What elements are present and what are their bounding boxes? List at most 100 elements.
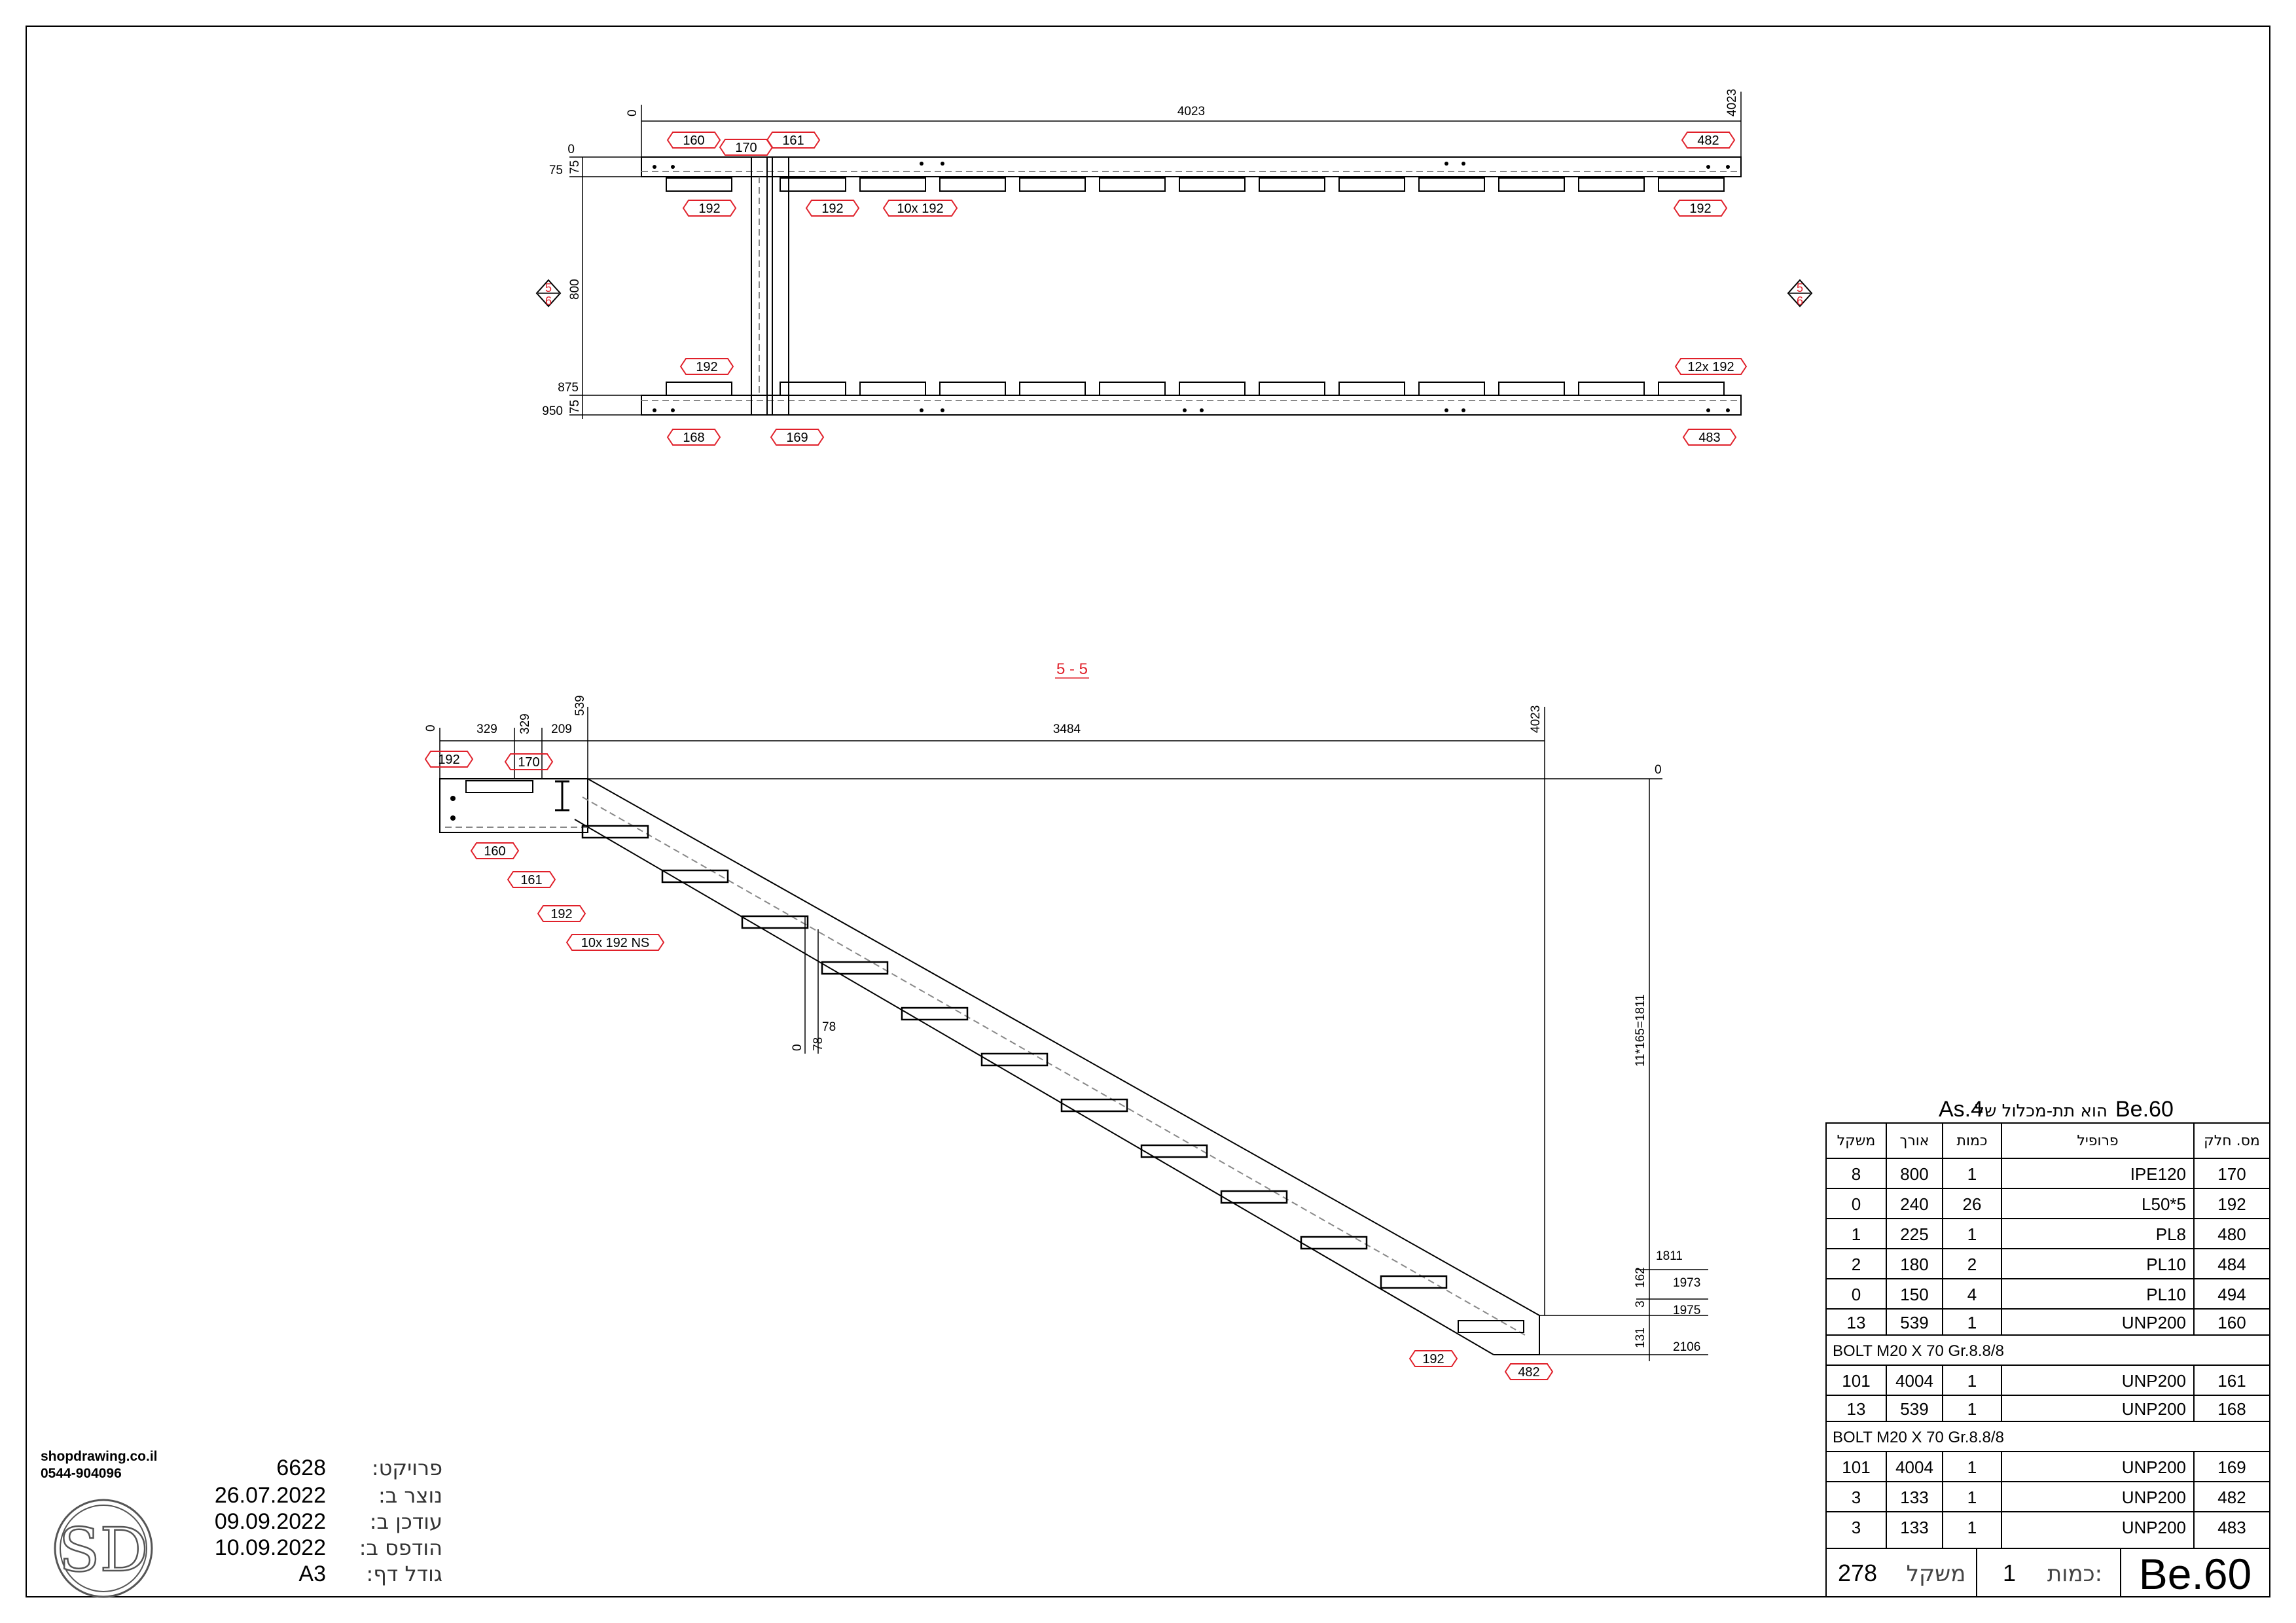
svg-text:1: 1 xyxy=(1967,1399,1977,1419)
stringer-bottom-edge xyxy=(574,819,1494,1355)
svg-text:PL8: PL8 xyxy=(2156,1224,2186,1244)
svg-text:482: 482 xyxy=(2217,1488,2246,1507)
svg-text:UNP200: UNP200 xyxy=(2122,1488,2186,1507)
tag-12x192: 12x 192 xyxy=(1674,358,1748,375)
svg-text:משקל: משקל xyxy=(1907,1561,1966,1587)
svg-text:168: 168 xyxy=(683,431,704,445)
svg-text:192: 192 xyxy=(438,753,459,767)
tag-192-b: 192 xyxy=(805,200,860,217)
svg-text:133: 133 xyxy=(1900,1518,1928,1537)
svg-text:161: 161 xyxy=(782,134,804,148)
step-dim-0: 0 xyxy=(791,1044,804,1051)
sd-logo: SD xyxy=(54,1499,153,1598)
svg-text:0: 0 xyxy=(1852,1194,1861,1214)
svg-text:482: 482 xyxy=(1697,134,1719,148)
svg-text:UNP200: UNP200 xyxy=(2122,1518,2186,1537)
tag-10x192: 10x 192 xyxy=(882,200,958,217)
svg-text:L50*5: L50*5 xyxy=(2142,1194,2186,1214)
sec-tag-170: 170 xyxy=(504,753,554,770)
svg-text:A3: A3 xyxy=(298,1561,326,1586)
plan-dim-0: 0 xyxy=(567,143,575,156)
bottom-stringer xyxy=(641,395,1742,416)
plan-dim-75: 75 xyxy=(549,164,563,177)
section-title: 5 - 5 xyxy=(1056,660,1088,678)
svg-text:192: 192 xyxy=(1422,1352,1444,1366)
sec-dim-3484: 3484 xyxy=(1053,722,1081,736)
tag-192-a: 192 xyxy=(682,200,737,217)
tag-161: 161 xyxy=(766,132,821,149)
plan-treads-top xyxy=(666,177,1725,192)
svg-text:אורך: אורך xyxy=(1900,1133,1929,1149)
svg-text:Be.60: Be.60 xyxy=(2139,1550,2251,1598)
table-row: 13 539 1 UNP200 160 xyxy=(1847,1313,2246,1332)
table-row: 3 133 1 UNP200 483 xyxy=(1852,1518,2246,1537)
svg-text:UNP200: UNP200 xyxy=(2122,1313,2186,1332)
site-text: shopdrawing.co.il xyxy=(41,1449,158,1464)
ipe-section xyxy=(555,780,569,812)
tag-192-c: 192 xyxy=(1673,200,1728,217)
svg-text:2: 2 xyxy=(1967,1255,1977,1274)
sec-dim-0: 0 xyxy=(424,724,438,732)
table-column-headers: משקל אורך כמות פרופיל מס. חלק xyxy=(1837,1133,2260,1149)
ipe-beam xyxy=(751,156,768,416)
svg-text:UNP200: UNP200 xyxy=(2122,1399,2186,1419)
sec-tag-161: 161 xyxy=(507,871,556,888)
section-marker-left: 5 6 xyxy=(535,279,562,308)
svg-text:4: 4 xyxy=(1967,1285,1977,1304)
svg-text:1: 1 xyxy=(1967,1224,1977,1244)
table-row: 101 4004 1 UNP200 161 xyxy=(1842,1371,2246,1391)
svg-text:פרופיל: פרופיל xyxy=(2077,1133,2118,1149)
plan-dim-950: 950 xyxy=(542,404,563,418)
sec-tag-192b: 192 xyxy=(537,905,586,922)
svg-text:160: 160 xyxy=(2217,1313,2246,1332)
svg-text:539: 539 xyxy=(1900,1313,1928,1332)
svg-text:225: 225 xyxy=(1900,1224,1928,1244)
svg-text:PL10: PL10 xyxy=(2146,1255,2186,1274)
sec-dim-209: 209 xyxy=(551,722,572,736)
svg-text:494: 494 xyxy=(2217,1285,2246,1304)
svg-text:240: 240 xyxy=(1900,1194,1928,1214)
svg-text:10x 192 NS: 10x 192 NS xyxy=(581,936,650,950)
table-note-row: BOLT M20 X 70 Gr.8.8/8 xyxy=(1833,1342,2004,1360)
svg-text:480: 480 xyxy=(2217,1224,2246,1244)
svg-text:483: 483 xyxy=(2217,1518,2246,1537)
svg-text:1: 1 xyxy=(1967,1457,1977,1477)
svg-text:UNP200: UNP200 xyxy=(2122,1457,2186,1477)
svg-text:192: 192 xyxy=(2217,1194,2246,1214)
plan-dim-75b: 75 xyxy=(568,160,582,174)
svg-text::הודפס ב: :הודפס ב xyxy=(359,1535,442,1560)
svg-text::גודל דף: :גודל דף xyxy=(367,1561,442,1586)
right-dim-1973: 1973 xyxy=(1673,1276,1700,1290)
svg-text:168: 168 xyxy=(2217,1399,2246,1419)
sec-dim-329: 329 xyxy=(476,722,497,736)
tag-160: 160 xyxy=(666,132,721,149)
plan-dim-875: 875 xyxy=(558,381,579,395)
svg-text:1: 1 xyxy=(1852,1224,1861,1244)
svg-text:101: 101 xyxy=(1842,1457,1870,1477)
svg-text:13: 13 xyxy=(1847,1399,1866,1419)
svg-text:133: 133 xyxy=(1900,1488,1928,1507)
svg-text:160: 160 xyxy=(484,844,505,859)
plan-view xyxy=(641,156,1742,416)
svg-text:192: 192 xyxy=(698,202,720,216)
step-dim-78: 78 xyxy=(822,1020,836,1034)
svg-text:4004: 4004 xyxy=(1895,1371,1933,1391)
table-note-row: BOLT M20 X 70 Gr.8.8/8 xyxy=(1833,1429,2004,1446)
sec-tag-192: 192 xyxy=(424,751,474,768)
table-assembly: As.4 xyxy=(1939,1097,1983,1122)
svg-text::נוצר ב: :נוצר ב xyxy=(378,1483,442,1508)
svg-text:IPE120: IPE120 xyxy=(2130,1164,2186,1184)
project-info: 6628 :פרויקט 26.07.2022 :נוצר ב 09.09.20… xyxy=(215,1455,442,1586)
table-row: 3 133 1 UNP200 482 xyxy=(1852,1488,2246,1507)
table-row: 13 539 1 UNP200 168 xyxy=(1847,1399,2246,1419)
section-marker-right: 5 6 xyxy=(1787,279,1813,308)
table-row: 0 240 26 L50*5 192 xyxy=(1852,1194,2246,1214)
sec-dim-329b: 329 xyxy=(518,713,532,734)
svg-text:169: 169 xyxy=(786,431,808,445)
svg-text:482: 482 xyxy=(1518,1365,1539,1380)
sec-tag-10x192ns: 10x 192 NS xyxy=(565,934,665,951)
stringer-top-edge xyxy=(587,778,1540,1316)
section-treads xyxy=(581,825,1448,1289)
svg-text:3: 3 xyxy=(1852,1488,1861,1507)
